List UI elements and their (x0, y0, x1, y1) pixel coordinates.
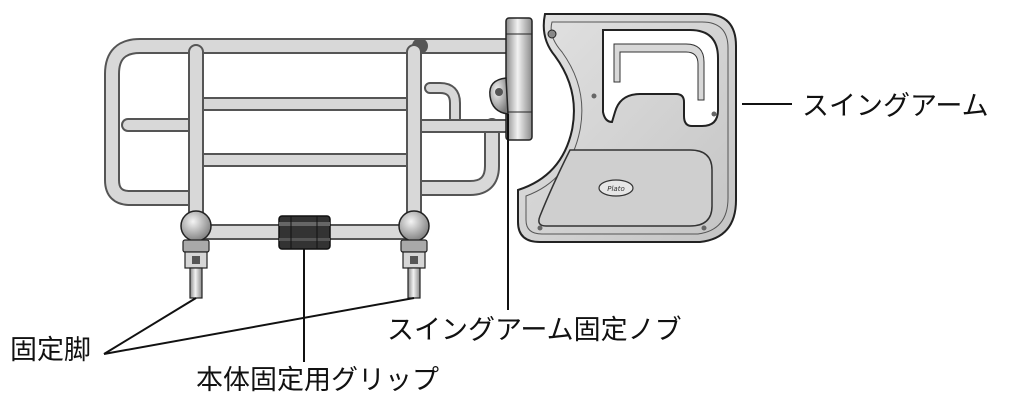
swing-arm-plate: Plato (517, 13, 737, 243)
leader-fixed-leg-right (103, 297, 415, 355)
left-clamp (180, 210, 212, 253)
swing-arm-knob (489, 77, 509, 115)
leader-lines (103, 103, 792, 362)
label-grip: 本体固定用グリップ (196, 365, 439, 396)
right-clamp (398, 210, 430, 253)
label-swing-arm: スイングアーム (802, 91, 989, 122)
rail-frame (104, 38, 523, 240)
swing-arm-pivot (505, 17, 533, 141)
grip (278, 215, 331, 250)
svg-text:Plato: Plato (607, 185, 624, 193)
label-swing-arm-knob: スイングアーム固定ノブ (387, 315, 682, 346)
label-fixed-leg: 固定脚 (10, 335, 91, 366)
leader-fixed-leg-left (103, 297, 197, 355)
